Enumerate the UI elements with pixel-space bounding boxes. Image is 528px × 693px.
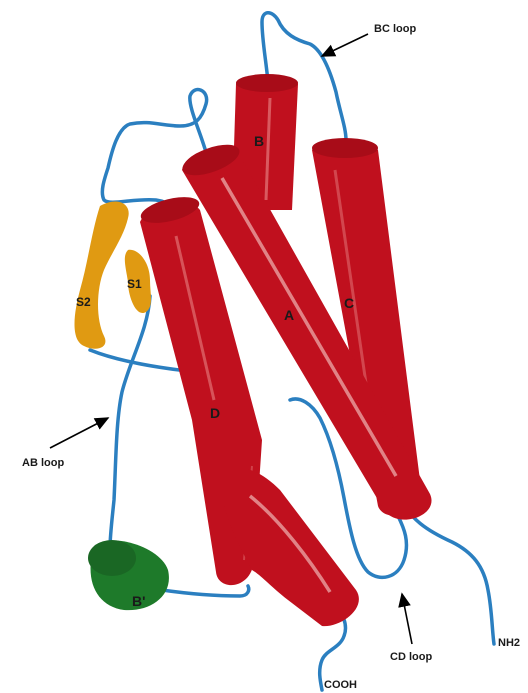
cooh-label: COOH (324, 679, 357, 691)
helix-d-label: D (210, 405, 220, 421)
helix-c-label: C (344, 295, 354, 311)
strand-s2 (75, 202, 129, 349)
cd-loop-arrow (402, 594, 412, 644)
ab-loop (110, 296, 150, 548)
bprime-d-loop (162, 586, 249, 596)
helix-d-lower (220, 468, 359, 626)
bc-loop-label: BC loop (374, 23, 416, 35)
bc-loop-arrow (322, 34, 368, 56)
ab-loop-arrow (50, 418, 108, 448)
helix-b-label: B (254, 133, 264, 149)
strand-s2-label: S2 (76, 295, 91, 309)
helix-a-label: A (284, 307, 294, 323)
helix-b-prime-label: B' (132, 593, 145, 609)
nh2-label: NH2 (498, 637, 520, 649)
strand-s1-label: S1 (127, 277, 142, 291)
beta-strands (75, 202, 152, 349)
cd-loop-label: CD loop (390, 651, 432, 663)
ab-top-loop (102, 90, 208, 216)
ab-loop-label: AB loop (22, 457, 64, 469)
helix-b-prime (88, 540, 169, 610)
